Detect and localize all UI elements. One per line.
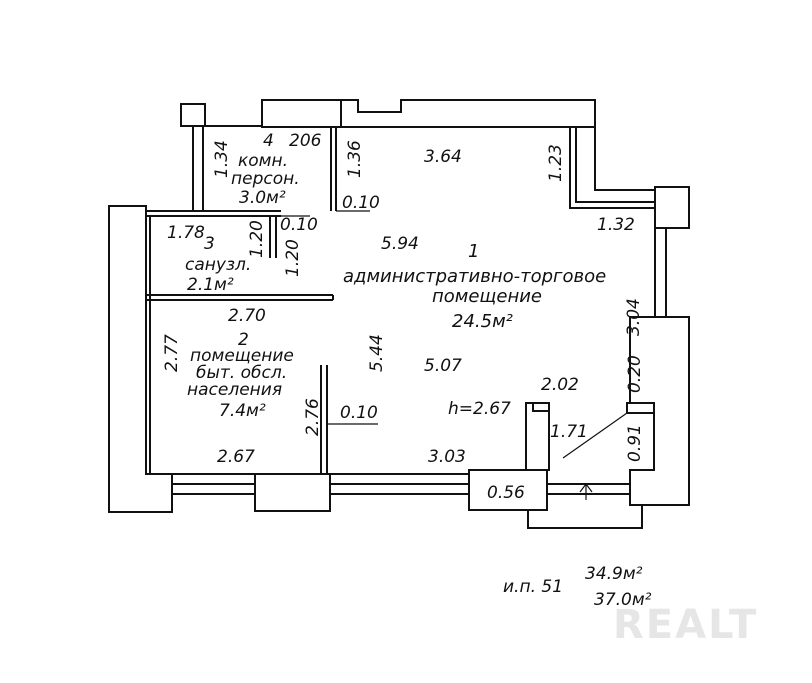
wall-top-left bbox=[180, 103, 206, 127]
room4-name-line2: персон. bbox=[231, 169, 300, 189]
total-area-1: 34.9м² bbox=[585, 564, 643, 584]
dim-303: 3.03 bbox=[428, 447, 466, 467]
dim-010-b: 0.10 bbox=[280, 215, 318, 235]
dim-277: 2.77 bbox=[162, 334, 182, 372]
room3-area: 2.1м² bbox=[187, 275, 234, 295]
dim-202: 2.02 bbox=[541, 375, 579, 395]
room2-name-line3: населения bbox=[187, 380, 282, 400]
partition-room4-right bbox=[330, 127, 370, 212]
inventory-number: и.п. 51 bbox=[503, 577, 563, 597]
dim-010-a: 0.10 bbox=[342, 193, 380, 213]
room3-name: санузл. bbox=[185, 255, 251, 275]
dim-594: 5.94 bbox=[381, 234, 419, 254]
dim-091: 0.91 bbox=[625, 424, 645, 462]
dim-136: 1.36 bbox=[345, 140, 365, 178]
wall-right-lower bbox=[626, 316, 690, 506]
dim-178: 1.78 bbox=[167, 223, 205, 243]
room1-number: 1 bbox=[468, 241, 479, 262]
room2-area: 7.4м² bbox=[219, 401, 266, 421]
dim-020: 0.20 bbox=[625, 355, 645, 393]
dim-270: 2.70 bbox=[228, 306, 266, 326]
dim-507: 5.07 bbox=[424, 356, 462, 376]
partition-room2-right bbox=[320, 365, 378, 474]
dim-206: 206 bbox=[289, 131, 322, 151]
dim-267: 2.67 bbox=[217, 447, 255, 467]
dim-132: 1.32 bbox=[597, 215, 635, 235]
wall-right-upper bbox=[654, 186, 690, 317]
dim-171: 1.71 bbox=[550, 422, 588, 442]
dim-010-c: 0.10 bbox=[340, 403, 378, 423]
room1-area: 24.5м² bbox=[452, 311, 513, 332]
wall-inner-left-top bbox=[192, 125, 262, 211]
ceiling-height: h=2.67 bbox=[448, 399, 511, 419]
dim-276: 2.76 bbox=[303, 398, 323, 436]
dim-120-a: 1.20 bbox=[247, 220, 267, 258]
total-area-2: 37.0м² bbox=[594, 590, 652, 610]
room1-name-line2: помещение bbox=[432, 286, 542, 307]
entrance-door bbox=[525, 402, 643, 529]
room4-area: 3.0м² bbox=[239, 188, 286, 208]
dim-056: 0.56 bbox=[487, 483, 525, 503]
room2-name-line2: быт. обсл. bbox=[196, 363, 287, 383]
door-swing-line bbox=[562, 412, 628, 459]
dim-304: 3.04 bbox=[624, 298, 644, 336]
wall-bottom bbox=[172, 469, 630, 512]
dim-123: 1.23 bbox=[546, 144, 566, 182]
room4-name-line1: комн. bbox=[238, 151, 288, 171]
room2-number: 2 bbox=[238, 330, 249, 350]
dim-134: 1.34 bbox=[212, 140, 232, 178]
dim-364: 3.64 bbox=[424, 147, 462, 167]
dim-544: 5.44 bbox=[367, 334, 387, 372]
wall-top-right bbox=[569, 127, 655, 209]
watermark-logo: REALT bbox=[613, 602, 758, 648]
room3-number: 3 bbox=[204, 234, 215, 254]
room2-name-line1: помещение bbox=[190, 346, 294, 366]
room1-name-line1: административно-торговое bbox=[343, 266, 606, 287]
partition-room2-top bbox=[146, 216, 334, 474]
wall-top-center bbox=[261, 99, 596, 128]
dim-120-b: 1.20 bbox=[283, 239, 303, 277]
room4-number: 4 bbox=[263, 131, 274, 151]
partition-room3-right bbox=[269, 216, 277, 258]
